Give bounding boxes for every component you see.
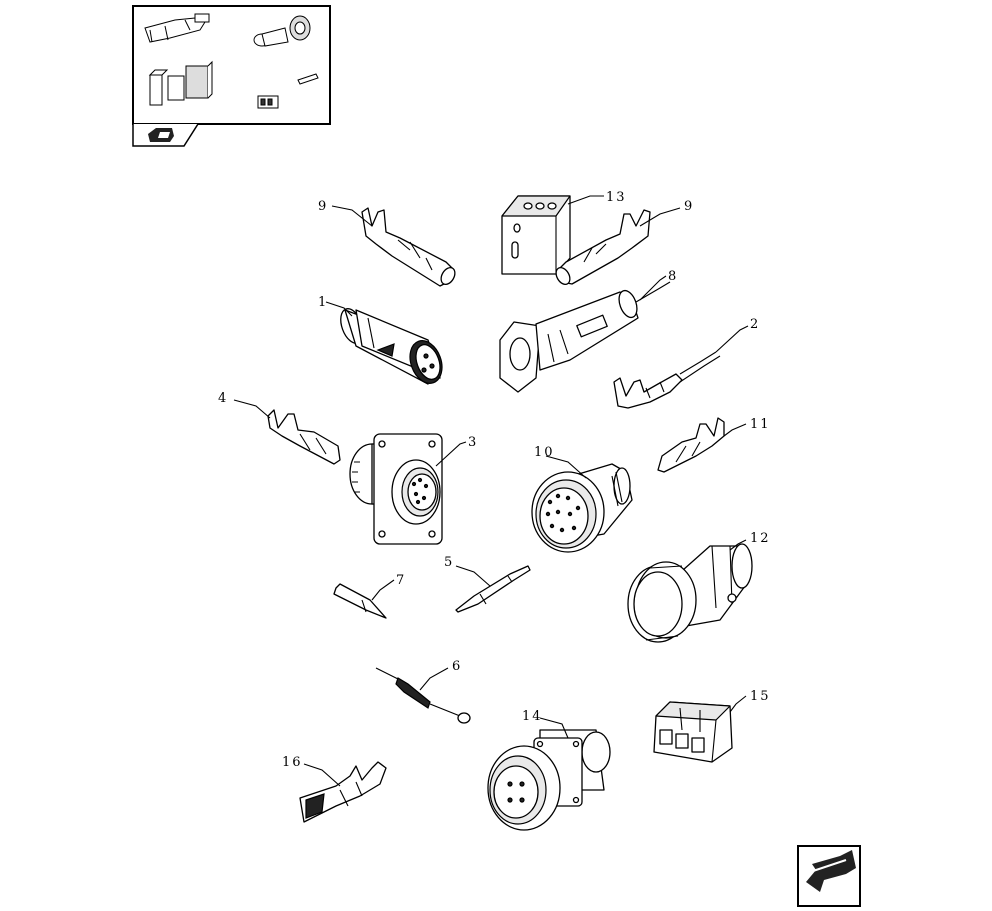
leader-1 xyxy=(325,301,353,317)
leader-9-left xyxy=(331,205,373,227)
leader-8 xyxy=(639,275,667,301)
callout-7: 7 xyxy=(396,573,406,588)
part-8-plug xyxy=(499,281,671,393)
part-9-right-terminal xyxy=(555,209,651,286)
callout-13: 13 xyxy=(606,190,627,205)
callout-9-right: 9 xyxy=(684,199,694,214)
callout-5: 5 xyxy=(444,555,454,570)
part-16-crimp-terminal xyxy=(299,761,387,823)
leader-15 xyxy=(729,695,747,713)
callout-8: 8 xyxy=(668,269,678,284)
leader-5 xyxy=(455,565,491,587)
leader-11 xyxy=(723,423,747,437)
part-14-bayonet-connector xyxy=(487,729,611,831)
callout-4: 4 xyxy=(218,391,228,406)
leader-9-right xyxy=(639,207,681,227)
part-12-cap-connector xyxy=(627,543,753,643)
part-7-contact-pin xyxy=(333,583,387,619)
callout-1: 1 xyxy=(318,295,328,310)
part-15-housing xyxy=(653,701,733,763)
leader-7 xyxy=(371,579,395,601)
part-10-round-connector xyxy=(531,463,633,553)
part-3-flange-connector xyxy=(349,433,443,545)
callout-10: 10 xyxy=(534,445,555,460)
callout-3: 3 xyxy=(468,435,478,450)
part-2-pin xyxy=(613,351,721,409)
part-6-extraction-tool xyxy=(375,667,471,724)
part-9-left-terminal xyxy=(361,207,456,287)
book-icon xyxy=(148,128,174,142)
leader-6 xyxy=(419,667,449,691)
part-1-round-connector xyxy=(340,308,443,385)
part-5-contact-pin xyxy=(455,565,531,613)
leader-10 xyxy=(545,455,587,479)
callout-12: 12 xyxy=(750,531,771,546)
callout-16: 16 xyxy=(282,755,303,770)
part-13-block xyxy=(501,195,571,275)
callout-14: 14 xyxy=(522,709,543,724)
callout-2: 2 xyxy=(750,317,760,332)
leader-3 xyxy=(435,441,467,467)
part-11-terminal xyxy=(657,417,725,473)
leader-13 xyxy=(567,195,604,205)
part-4-terminal xyxy=(267,409,341,465)
arrow-back-icon[interactable] xyxy=(797,845,861,907)
leader-14 xyxy=(539,717,569,739)
leader-4 xyxy=(233,399,271,419)
leader-2 xyxy=(715,325,749,353)
overview-thumbnail[interactable] xyxy=(132,5,331,147)
callout-15: 15 xyxy=(750,689,771,704)
callout-11: 11 xyxy=(750,417,771,432)
leader-16 xyxy=(303,763,341,787)
callout-9-left: 9 xyxy=(318,199,328,214)
callout-6: 6 xyxy=(452,659,462,674)
leader-12 xyxy=(729,539,747,551)
